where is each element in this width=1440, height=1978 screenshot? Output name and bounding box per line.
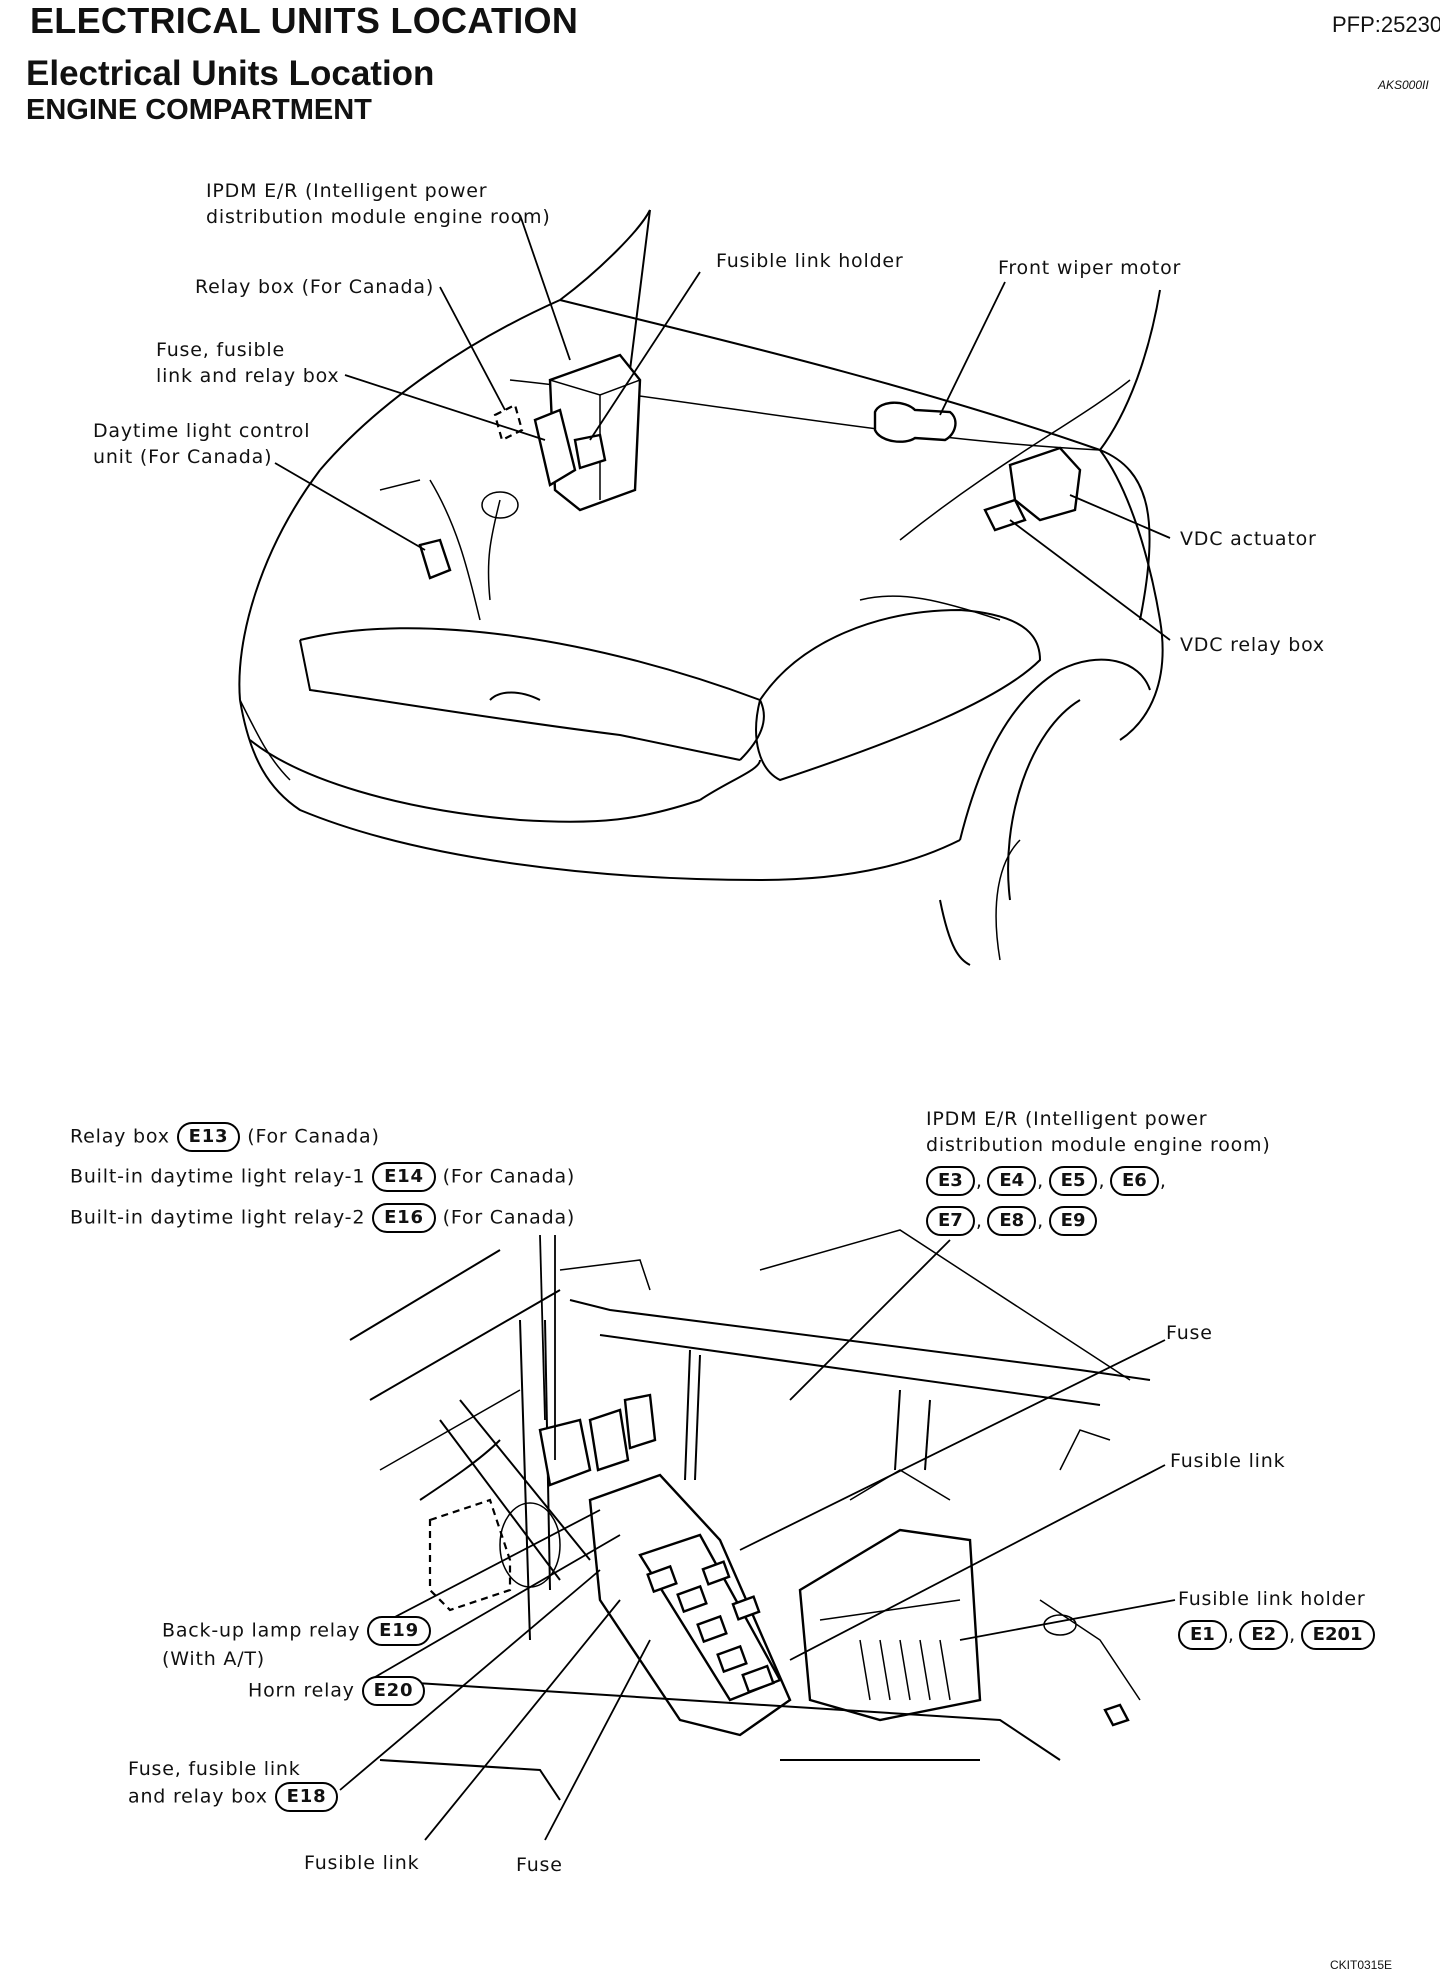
separator: , xyxy=(975,1170,982,1192)
connector-badge: E7 xyxy=(926,1206,975,1236)
row-note: (For Canada) xyxy=(442,1165,576,1188)
connector-badge: E13 xyxy=(176,1122,241,1152)
connector-badge: E14 xyxy=(372,1162,436,1192)
backup-lamp-note: (With A/T) xyxy=(162,1648,266,1670)
separator: , xyxy=(1037,1210,1044,1232)
fusible-link-bottom-label: Fusible link xyxy=(304,1852,420,1874)
top-components xyxy=(418,353,1082,580)
connector-badge: E5 xyxy=(1048,1166,1098,1196)
fuse-box-line1: Fuse, fusible link xyxy=(128,1758,301,1780)
car-front-drawing xyxy=(238,209,1164,966)
connector-badge: E201 xyxy=(1300,1620,1375,1650)
ipdm-bottom-label: IPDM E/R (Intelligent power distribution… xyxy=(926,1106,1271,1158)
vdc-actuator-label: VDC actuator xyxy=(1180,528,1317,550)
fuse-right-label: Fuse xyxy=(1166,1322,1213,1344)
backup-lamp-text: Back-up lamp relay xyxy=(162,1619,361,1642)
connector-badge: E18 xyxy=(274,1782,339,1812)
bottom-leader-lines xyxy=(339,1234,1176,1841)
daytime-relay-1-row: Built-in daytime light relay-1 E14 (For … xyxy=(70,1162,575,1192)
connector-badge: E20 xyxy=(361,1676,426,1706)
ipdm-badges-row1: E3, E4, E5, E6, xyxy=(926,1166,1167,1196)
separator: , xyxy=(1227,1624,1234,1646)
fuse-box-line2: and relay box xyxy=(128,1785,268,1808)
fuse-relay-box-label: Fuse, fusible link and relay box xyxy=(156,337,339,389)
holder-badges: E1, E2, E201 xyxy=(1178,1620,1375,1650)
ipdm-label-line1: IPDM E/R (Intelligent power xyxy=(206,180,488,202)
separator: , xyxy=(1098,1170,1105,1192)
connector-badge: E3 xyxy=(926,1166,975,1196)
connector-badge: E4 xyxy=(987,1166,1037,1196)
connector-badge: E16 xyxy=(372,1203,436,1233)
ipdm-bottom-line2: distribution module engine room) xyxy=(926,1134,1271,1156)
connector-badge: E8 xyxy=(987,1206,1037,1236)
row-note: (For Canada) xyxy=(247,1125,380,1148)
daytime-label-line2: unit (For Canada) xyxy=(93,446,273,468)
fusible-link-right-label: Fusible link xyxy=(1170,1450,1286,1472)
figure-code: CKIT0315E xyxy=(1330,1958,1393,1972)
pfp-code: PFP:25230 xyxy=(1332,12,1440,37)
vdc-relay-box-label: VDC relay box xyxy=(1180,634,1325,656)
relay-box-label: Relay box (For Canada) xyxy=(195,276,435,298)
row-note: (For Canada) xyxy=(442,1206,576,1229)
row-label: Built-in daytime light relay-2 xyxy=(70,1206,366,1229)
row-label: Built-in daytime light relay-1 xyxy=(70,1165,366,1188)
connector-badge: E1 xyxy=(1178,1620,1227,1650)
doc-ref-code: AKS000II xyxy=(1378,78,1429,92)
relay-box-e13-row: Relay box E13 (For Canada) xyxy=(70,1122,380,1152)
connector-badge: E9 xyxy=(1048,1206,1098,1236)
fusible-link-holder-bottom-label: Fusible link holder xyxy=(1178,1588,1366,1610)
connector-badge: E2 xyxy=(1239,1620,1289,1650)
connector-badge: E19 xyxy=(367,1616,431,1646)
connector-badge: E6 xyxy=(1109,1166,1159,1196)
subsection-title: ENGINE COMPARTMENT xyxy=(26,94,372,126)
daytime-light-control-label: Daytime light control unit (For Canada) xyxy=(93,418,310,470)
horn-relay-label: Horn relay E20 xyxy=(248,1676,426,1706)
section-title: ELECTRICAL UNITS LOCATION xyxy=(30,0,579,41)
fusible-link-holder-label: Fusible link holder xyxy=(716,250,904,272)
fuse-bottom-label: Fuse xyxy=(516,1854,563,1876)
separator: , xyxy=(1289,1624,1296,1646)
separator: , xyxy=(975,1210,982,1232)
ipdm-label: IPDM E/R (Intelligent power distribution… xyxy=(206,178,551,230)
fuse-label-line2: link and relay box xyxy=(156,365,340,387)
row-label: Relay box xyxy=(70,1125,170,1148)
ipdm-label-line2: distribution module engine room) xyxy=(206,206,551,228)
fuse-fusible-link-relay-box-label: Fuse, fusible link and relay box E18 xyxy=(128,1756,339,1812)
ipdm-bottom-line1: IPDM E/R (Intelligent power xyxy=(926,1108,1208,1130)
separator: , xyxy=(1159,1170,1166,1192)
engine-bay-drawing xyxy=(349,1229,1151,1801)
horn-relay-text: Horn relay xyxy=(248,1679,355,1702)
front-wiper-motor-label: Front wiper motor xyxy=(998,257,1182,279)
separator: , xyxy=(1037,1170,1044,1192)
backup-lamp-relay-label: Back-up lamp relay E19 (With A/T) xyxy=(162,1616,431,1672)
daytime-label-line1: Daytime light control xyxy=(93,420,311,442)
fuse-label-line1: Fuse, fusible xyxy=(156,339,285,361)
ipdm-badges-row2: E7, E8, E9 xyxy=(926,1206,1098,1236)
page-title: Electrical Units Location xyxy=(26,54,435,93)
daytime-relay-2-row: Built-in daytime light relay-2 E16 (For … xyxy=(70,1203,575,1233)
top-leader-lines xyxy=(274,214,1171,641)
